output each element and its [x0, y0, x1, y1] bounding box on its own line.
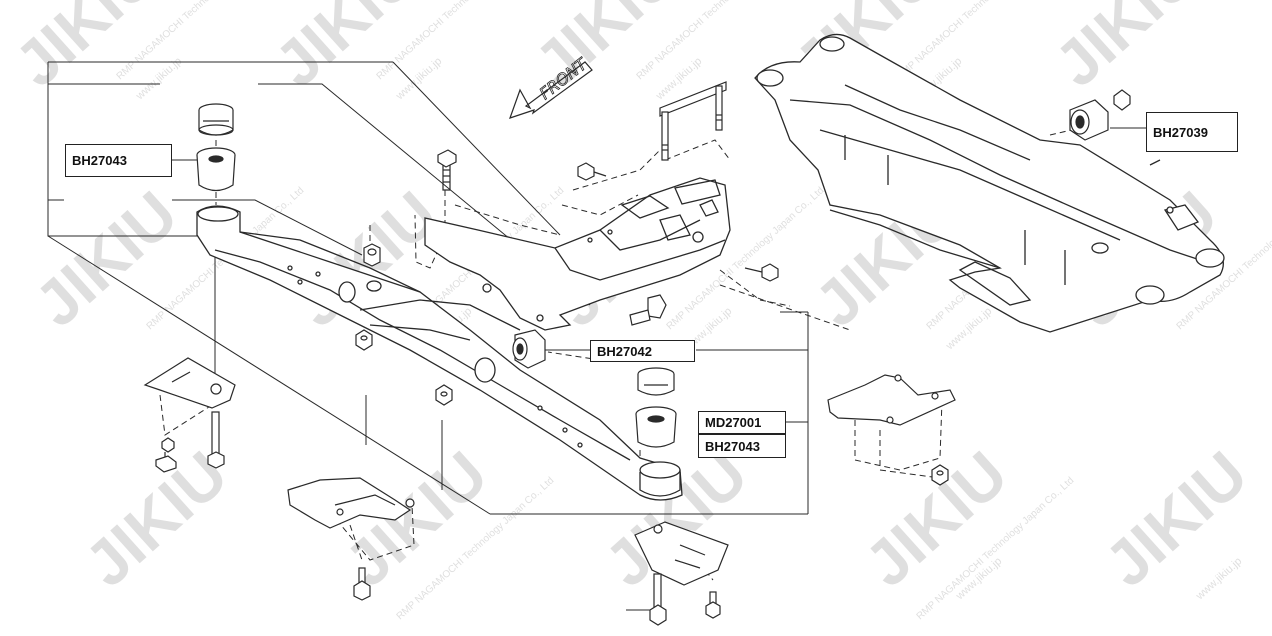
part-label-bh27043-bottom: BH27043	[698, 434, 786, 458]
leader-lines	[47, 61, 1146, 611]
svg-text:www.jikiu.jp: www.jikiu.jp	[1193, 555, 1244, 603]
watermark-logo: JIKIU	[331, 437, 501, 600]
rear-subframe-right	[754, 33, 1225, 333]
part-label-bh27039: BH27039	[1146, 112, 1238, 152]
bushing-upper-left-bottom	[196, 147, 236, 192]
part-label-bh27042: BH27042	[590, 340, 695, 362]
nut-group	[355, 89, 1131, 486]
watermark-logo: JIKIU	[1041, 0, 1211, 100]
rear-subframe-arm	[196, 205, 683, 501]
bracket-bottom-center	[634, 521, 729, 626]
watermark-logo: JIKIU	[1091, 437, 1261, 600]
bushing-upper-left-top	[198, 103, 234, 136]
bushing-bh27039	[1069, 99, 1109, 141]
bolt-group-top-center	[437, 81, 779, 282]
front-arrow	[509, 61, 593, 119]
svg-text:JIKIU: JIKIU	[851, 437, 1021, 600]
bracket-left	[143, 357, 236, 473]
part-label-md27001: MD27001	[698, 411, 786, 434]
bracket-right	[827, 374, 956, 426]
svg-text:JIKIU: JIKIU	[331, 437, 501, 600]
svg-text:JIKIU: JIKIU	[1091, 437, 1261, 600]
watermark-logo: JIKIU	[851, 437, 1021, 600]
bracket-bottom-left	[287, 477, 415, 601]
front-crossmember	[424, 177, 731, 331]
bushing-small-center	[629, 294, 667, 326]
bushing-stack-center-bottom	[635, 406, 677, 448]
bushing-bh27042	[512, 329, 546, 369]
watermark-url: www.jikiu.jp	[1193, 555, 1244, 603]
part-label-bh27043-top: BH27043	[65, 144, 172, 177]
svg-text:JIKIU: JIKIU	[1041, 0, 1211, 100]
bushing-stack-center-top	[637, 367, 675, 396]
